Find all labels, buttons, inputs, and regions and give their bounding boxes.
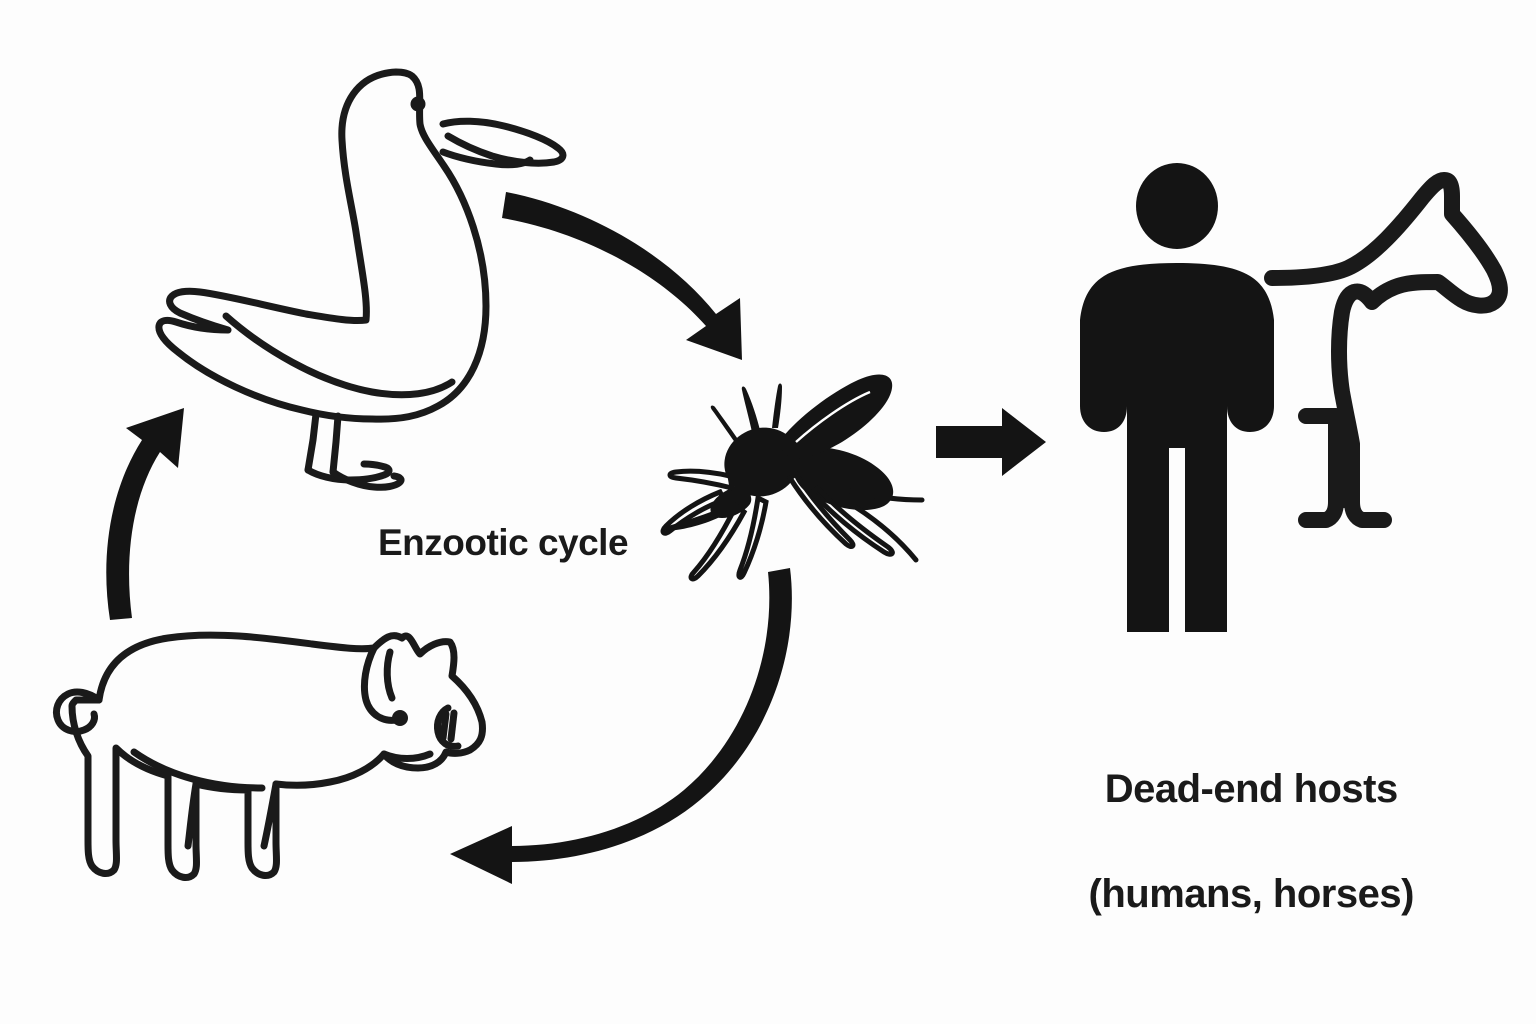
dead-end-hosts-line1: Dead-end hosts bbox=[1104, 766, 1399, 811]
dead-end-hosts-line2: (humans, horses) bbox=[1088, 872, 1415, 917]
enzootic-cycle-label: Enzootic cycle bbox=[378, 522, 629, 563]
dead-end-hosts-label: Dead-end hosts (humans, horses) bbox=[1020, 710, 1440, 974]
